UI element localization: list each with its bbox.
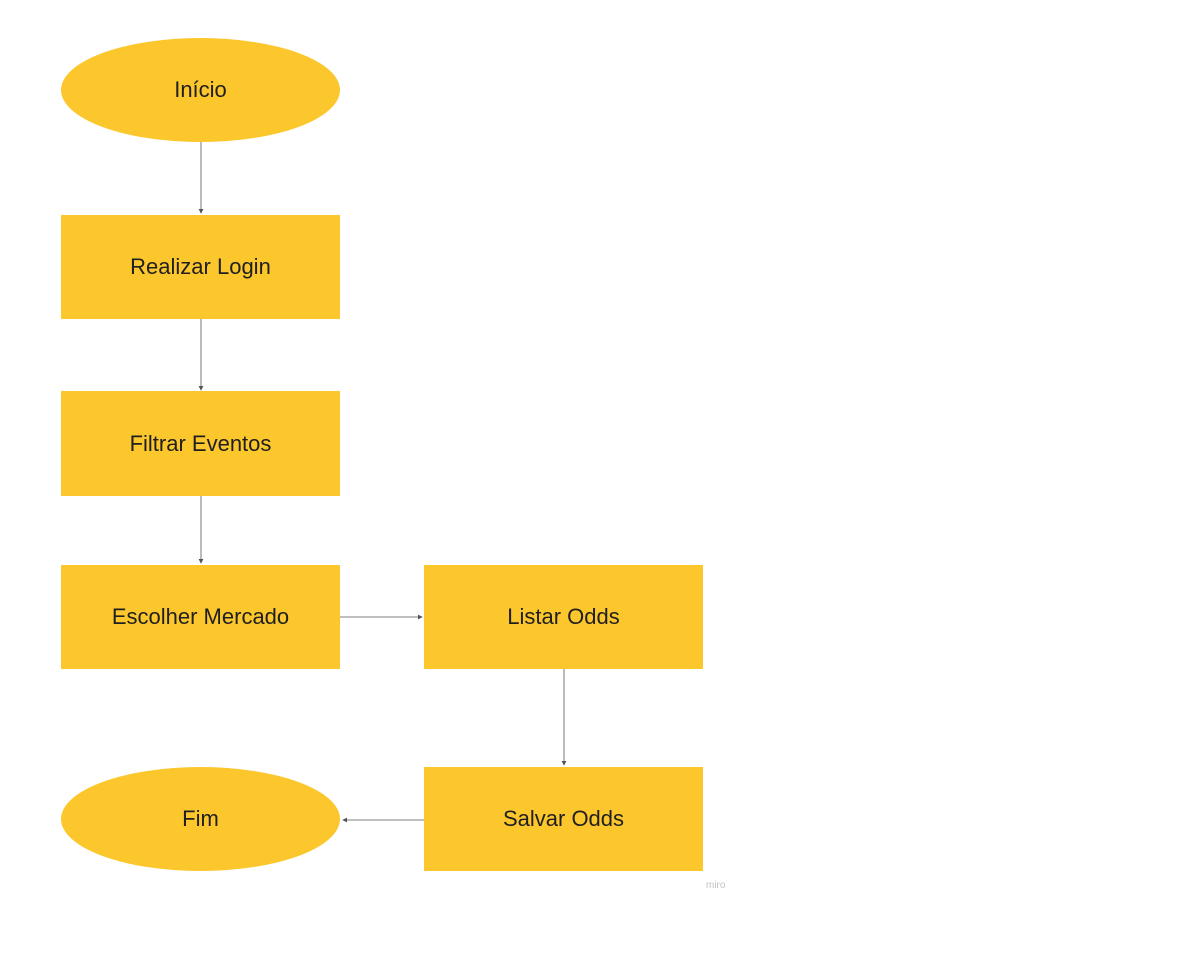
- salvar-odds-label: Salvar Odds: [502, 806, 625, 831]
- escolher-mercado-label: Escolher Mercado: [111, 604, 290, 629]
- end-node-label: Fim: [182, 806, 219, 831]
- realizar-login-label: Realizar Login: [130, 254, 271, 279]
- listar-odds-label: Listar Odds: [507, 604, 620, 629]
- miro-watermark: miro: [706, 880, 726, 891]
- start-node-label: Início: [174, 77, 227, 102]
- filtrar-eventos-node[interactable]: Filtrar Eventos: [61, 391, 340, 496]
- listar-odds-node[interactable]: Listar Odds: [424, 565, 703, 669]
- salvar-odds-node[interactable]: Salvar Odds: [424, 767, 703, 871]
- realizar-login-node[interactable]: Realizar Login: [61, 215, 340, 319]
- start-node[interactable]: Início: [61, 38, 340, 142]
- end-node[interactable]: Fim: [61, 767, 340, 871]
- filtrar-eventos-label: Filtrar Eventos: [129, 430, 272, 456]
- escolher-mercado-node[interactable]: Escolher Mercado: [61, 565, 340, 669]
